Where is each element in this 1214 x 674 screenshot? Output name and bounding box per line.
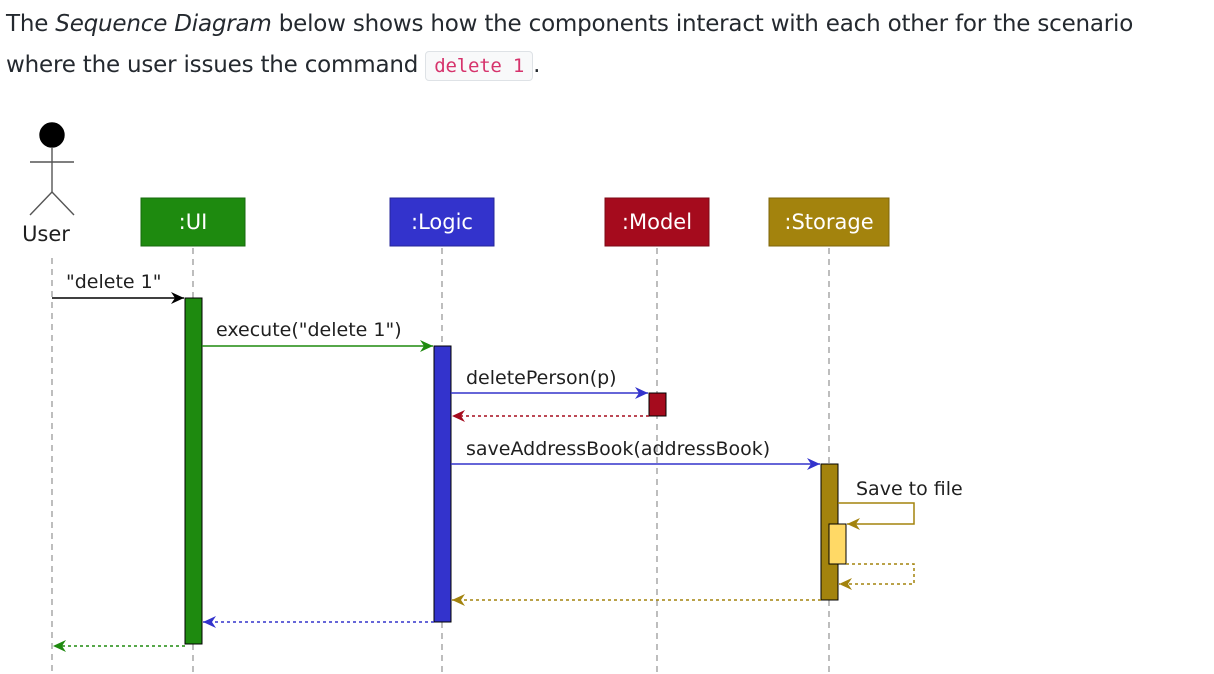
- command-code: delete 1: [425, 51, 534, 81]
- storage-inner-activation-bar: [828, 523, 847, 565]
- storage-self-label: Save to file: [856, 478, 963, 500]
- intro-text-middle: below shows how the components interact …: [6, 11, 1134, 78]
- model-activation-bar: [648, 392, 667, 417]
- storage-self-call-arrow: [838, 502, 915, 530]
- participant-logic: :Logic: [389, 197, 495, 247]
- participant-model-label: :Model: [622, 210, 692, 234]
- ui-to-logic-label: execute("delete 1"): [216, 319, 402, 341]
- participant-ui: :UI: [140, 197, 246, 247]
- logic-to-model-label: deletePerson(p): [466, 367, 617, 389]
- logic-activation-bar: [433, 345, 452, 623]
- participant-ui-label: :UI: [179, 210, 208, 234]
- user-label: User: [22, 222, 70, 246]
- user-actor-icon: [29, 122, 75, 216]
- participant-storage: :Storage: [768, 197, 890, 247]
- intro-emphasis: Sequence Diagram: [55, 11, 272, 37]
- logic-to-storage-label: saveAddressBook(addressBook): [466, 438, 770, 460]
- intro-text-end: .: [533, 52, 541, 78]
- user-to-ui-label: "delete 1": [66, 271, 161, 293]
- participant-logic-label: :Logic: [411, 210, 473, 234]
- storage-self-return-arrow: [839, 563, 915, 590]
- participant-model: :Model: [604, 197, 710, 247]
- participant-storage-label: :Storage: [784, 210, 873, 234]
- ui-activation-bar: [184, 297, 203, 645]
- intro-paragraph: The Sequence Diagram below shows how the…: [6, 4, 1206, 87]
- intro-text-start: The: [6, 11, 56, 37]
